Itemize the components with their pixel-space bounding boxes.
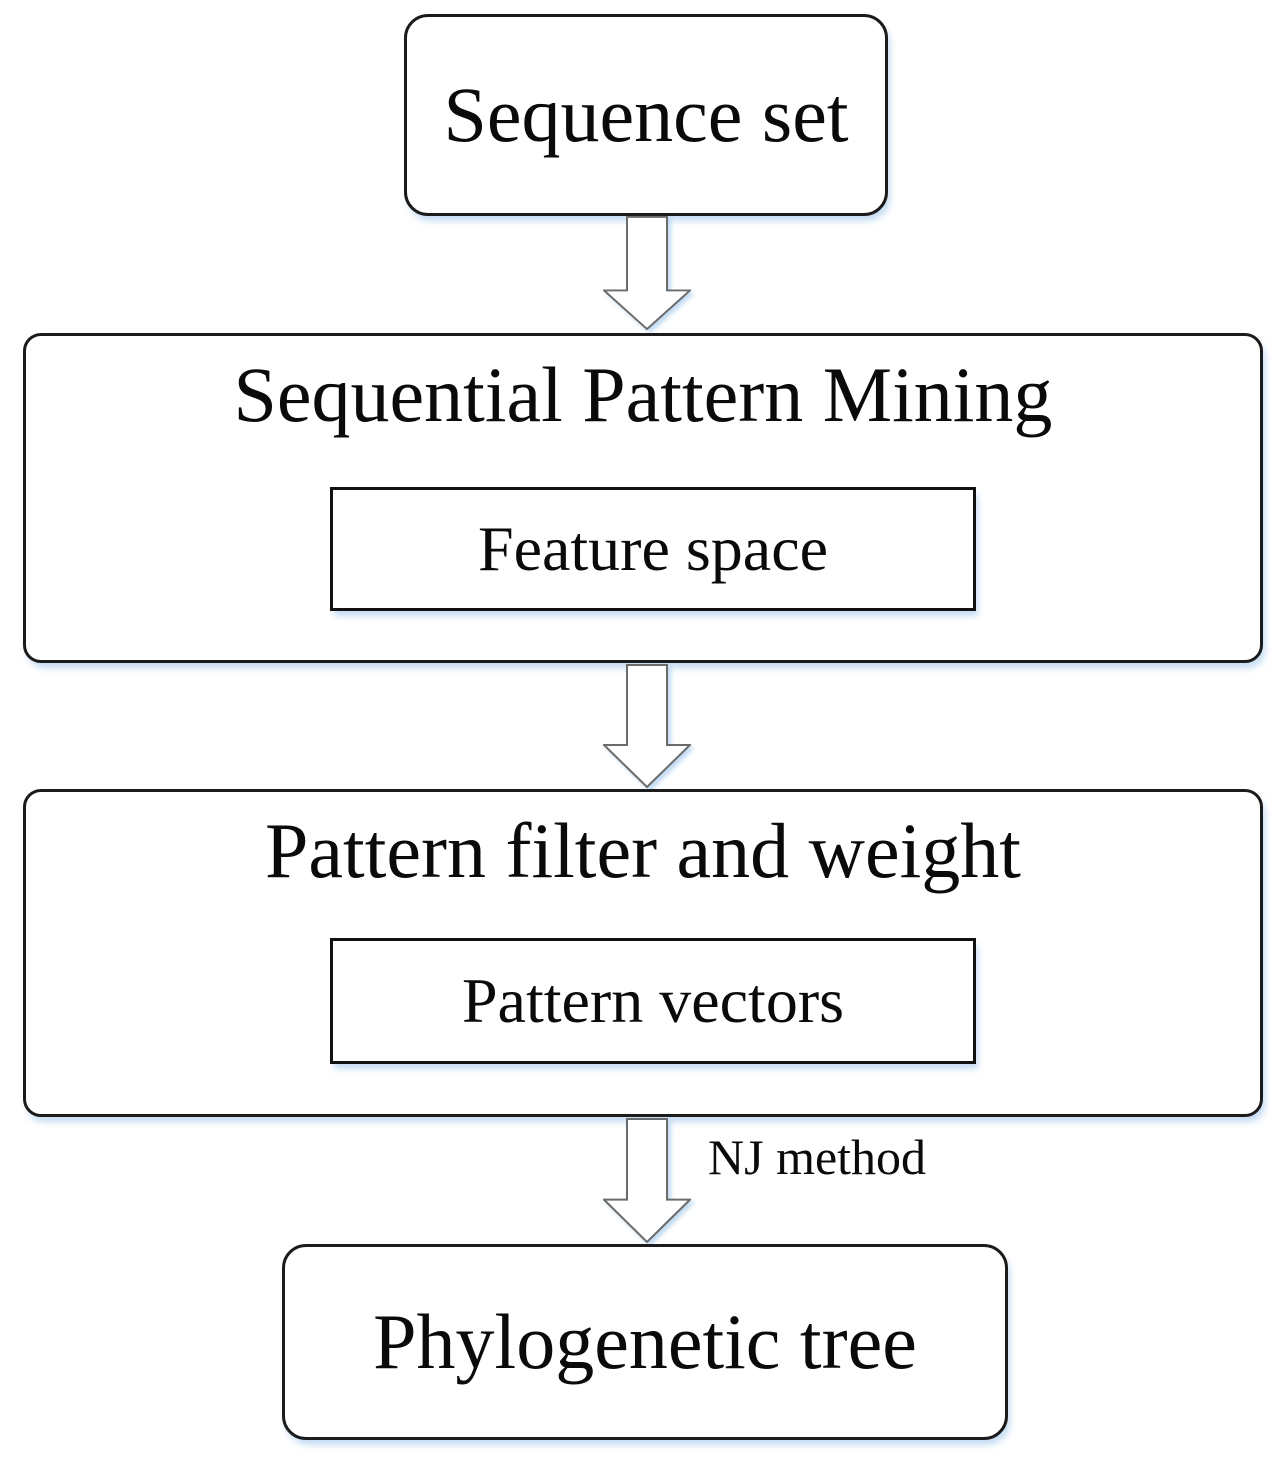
down-arrow-icon <box>603 1118 691 1243</box>
node-sequential-pattern-mining: Sequential Pattern Mining Feature space <box>23 333 1263 663</box>
node-phylogenetic-tree-label: Phylogenetic tree <box>373 1298 917 1386</box>
node-phylogenetic-tree: Phylogenetic tree <box>282 1244 1008 1440</box>
node-feature-space-label: Feature space <box>477 513 829 584</box>
node-sequential-pattern-mining-label: Sequential Pattern Mining <box>233 351 1053 438</box>
node-pattern-filter-weight-label: Pattern filter and weight <box>265 807 1021 894</box>
node-sequence-set: Sequence set <box>404 14 888 216</box>
down-arrow-icon <box>603 216 691 330</box>
node-pattern-vectors-label: Pattern vectors <box>461 965 845 1036</box>
nj-method-arrow-label: NJ method <box>708 1129 927 1185</box>
down-arrow-icon <box>603 664 691 788</box>
node-feature-space: Feature space <box>330 487 976 611</box>
node-sequence-set-label: Sequence set <box>443 71 849 159</box>
node-pattern-filter-weight: Pattern filter and weight Pattern vector… <box>23 789 1263 1117</box>
node-pattern-vectors: Pattern vectors <box>330 938 976 1064</box>
